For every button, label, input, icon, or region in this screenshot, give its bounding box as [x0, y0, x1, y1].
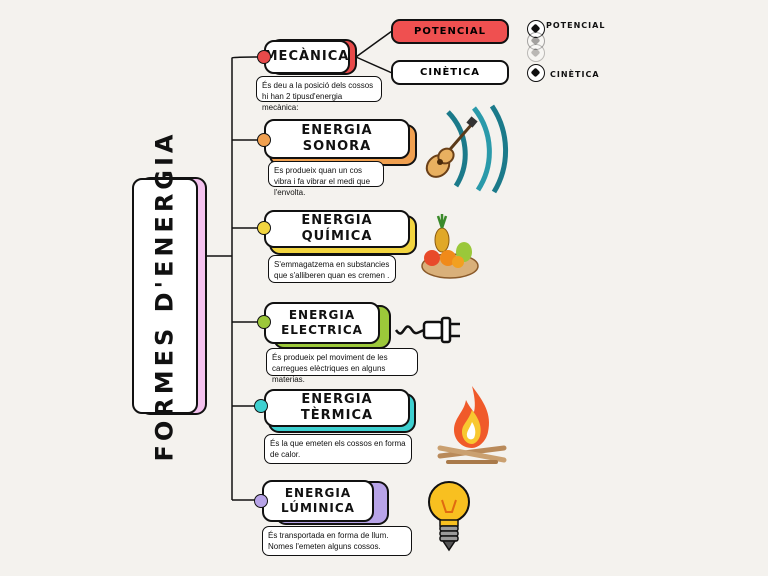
soccer-ball-icon	[527, 64, 545, 82]
branch-description: És la que emeten els cossos en forma de …	[264, 434, 412, 464]
branch-label: MECÀNICA	[264, 48, 350, 64]
branch-label: ENERGIA TÈRMICA	[300, 391, 374, 423]
branch-dot	[257, 315, 271, 329]
branch-label: ENERGIA ELECTRICA	[281, 308, 363, 337]
subtype-label: POTENCIAL	[413, 26, 487, 37]
campfire-icon	[437, 386, 507, 464]
branch-label: ENERGIA QUÍMICA	[301, 212, 373, 244]
subtype-cinetica: CINÈTICA	[391, 60, 509, 85]
branch-mecanica: MECÀNICA	[264, 40, 350, 74]
title-card: FORMES D'ENERGIA	[132, 130, 198, 462]
branch-description: S'emmagatzema en substancies que s'allib…	[268, 255, 396, 283]
branch-energia-quimica: ENERGIA QUÍMICA	[264, 210, 410, 248]
branch-dot	[257, 133, 271, 147]
subtype-potencial: POTENCIAL	[391, 19, 509, 44]
subtype-label: CINÈTICA	[420, 67, 480, 78]
branch-dot	[257, 221, 271, 235]
branch-description: Es produeix quan un cos vibra i fa vibra…	[268, 161, 384, 197]
guitar-icon	[425, 104, 509, 194]
fruit-bowl-icon	[421, 214, 479, 279]
branch-label: ENERGIA LÚMINICA	[281, 486, 355, 515]
branch-dot	[254, 399, 268, 413]
ball-label-cinetica: CINÈTICA	[550, 70, 600, 79]
ball-label-potencial: POTENCIAL	[546, 21, 606, 30]
branch-description: És deu a la posició dels cossos hi han 2…	[256, 76, 382, 112]
branch-energia-electrica: ENERGIA ELECTRICA	[264, 302, 380, 344]
branch-dot	[254, 494, 268, 508]
branch-label: ENERGIA SONORA	[301, 122, 373, 154]
plug-icon	[394, 316, 460, 344]
branch-energia-termica: ENERGIA TÈRMICA	[264, 389, 410, 427]
branch-description: És produeix pel moviment de les carregue…	[266, 348, 418, 384]
light-bulb-icon	[428, 481, 470, 552]
map-title: FORMES D'ENERGIA	[151, 130, 179, 462]
branch-energia-sonora: ENERGIA SONORA	[264, 119, 410, 159]
soccer-ball-icon	[527, 44, 545, 62]
branch-energia-luminica: ENERGIA LÚMINICA	[262, 480, 374, 522]
branch-dot	[257, 50, 271, 64]
branch-description: És transportada en forma de llum. Nomes …	[262, 526, 412, 556]
